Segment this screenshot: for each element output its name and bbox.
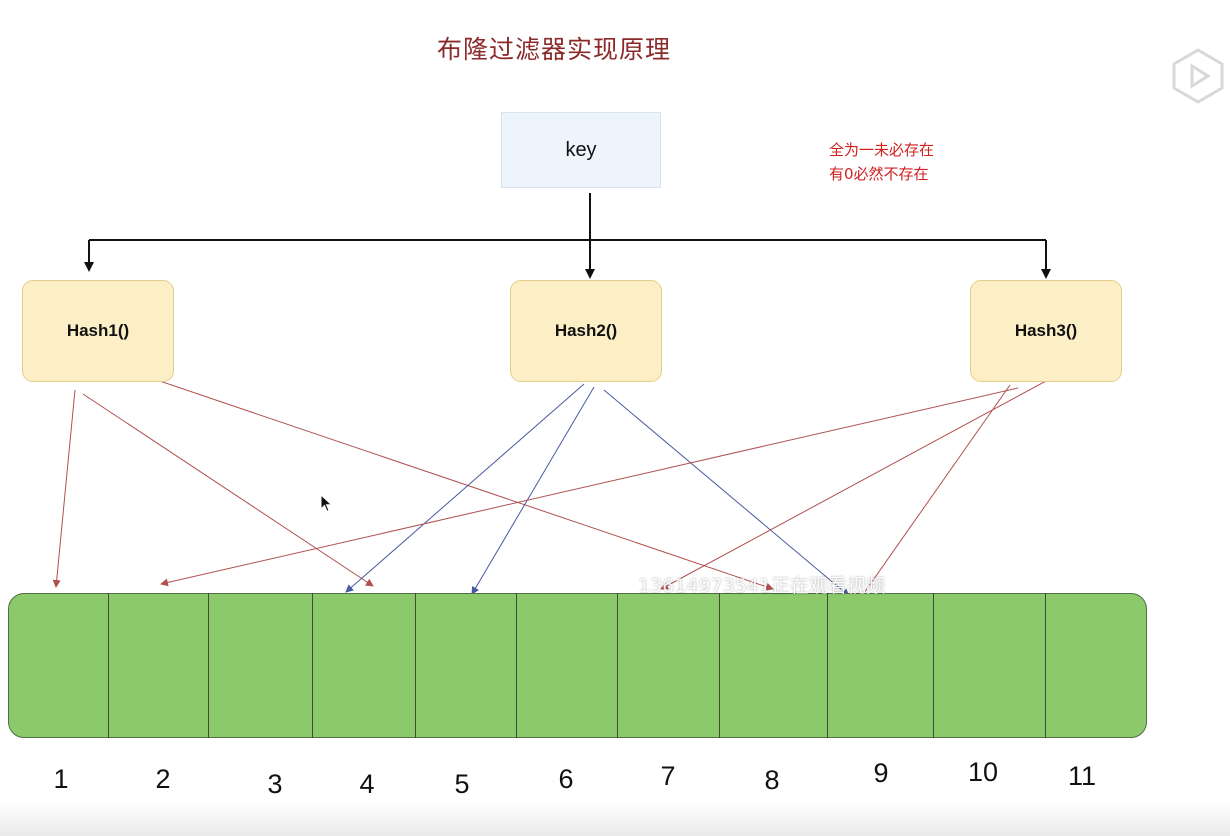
bottom-shadow: [0, 800, 1230, 836]
diagram-title: 布隆过滤器实现原理: [436, 35, 671, 64]
hash2-mappings: [345, 383, 850, 597]
bit-array: [8, 593, 1147, 738]
annotation-note: 全为一未必存在 有0必然不存在: [829, 138, 934, 186]
bit-index-5: 5: [454, 769, 470, 799]
bit-index-1: 1: [53, 764, 69, 794]
cell-divider: [108, 593, 109, 738]
hash2-node: Hash2(): [510, 280, 662, 382]
annotation-line-2: 有0必然不存在: [829, 165, 929, 183]
key-label: key: [565, 138, 597, 161]
bit-index-3: 3: [267, 769, 283, 799]
hash1-label: Hash1(): [66, 321, 130, 340]
cell-divider: [312, 593, 313, 738]
cell-divider: [933, 593, 934, 738]
cell-divider: [415, 593, 416, 738]
hash2-to-bit-4: [345, 383, 585, 593]
hash3-to-bit-2: [160, 387, 1019, 587]
hash2-label: Hash2(): [554, 321, 618, 340]
bit-index-10: 10: [967, 757, 999, 787]
bit-index-2: 2: [155, 764, 171, 794]
bit-index-8: 8: [764, 765, 780, 795]
cell-divider: [719, 593, 720, 738]
hash1-node: Hash1(): [22, 280, 174, 382]
hash2-to-bit-5: [471, 386, 595, 595]
bit-index-9: 9: [873, 758, 889, 788]
hash2-to-bit-9: [603, 389, 850, 597]
hash3-to-bit-9: [856, 384, 1011, 604]
viewer-watermark: 13614973541正在观看视频: [638, 575, 885, 597]
key-to-hash-connectors: [84, 193, 1051, 279]
cell-divider: [1045, 593, 1046, 738]
bit-index-11: 11: [1067, 761, 1097, 791]
hash1-to-bit-4: [82, 393, 374, 587]
hash1-to-bit-1: [52, 389, 76, 588]
bit-index-7: 7: [660, 761, 676, 791]
hash1-mappings: [52, 375, 774, 591]
cell-divider: [617, 593, 618, 738]
hash3-node: Hash3(): [970, 280, 1122, 382]
hash3-label: Hash3(): [1014, 321, 1078, 340]
cell-divider: [208, 593, 209, 738]
key-node: key: [501, 112, 661, 188]
bit-index-6: 6: [558, 764, 574, 794]
hash1-to-bit-8: [144, 375, 774, 591]
cell-divider: [827, 593, 828, 738]
cell-divider: [516, 593, 517, 738]
annotation-line-1: 全为一未必存在: [829, 141, 935, 159]
bit-index-4: 4: [359, 769, 375, 799]
hash3-to-bit-7: [660, 380, 1047, 590]
hash3-mappings: [160, 380, 1047, 604]
mouse-pointer-icon: [320, 493, 334, 518]
play-logo-icon: [1170, 46, 1226, 110]
